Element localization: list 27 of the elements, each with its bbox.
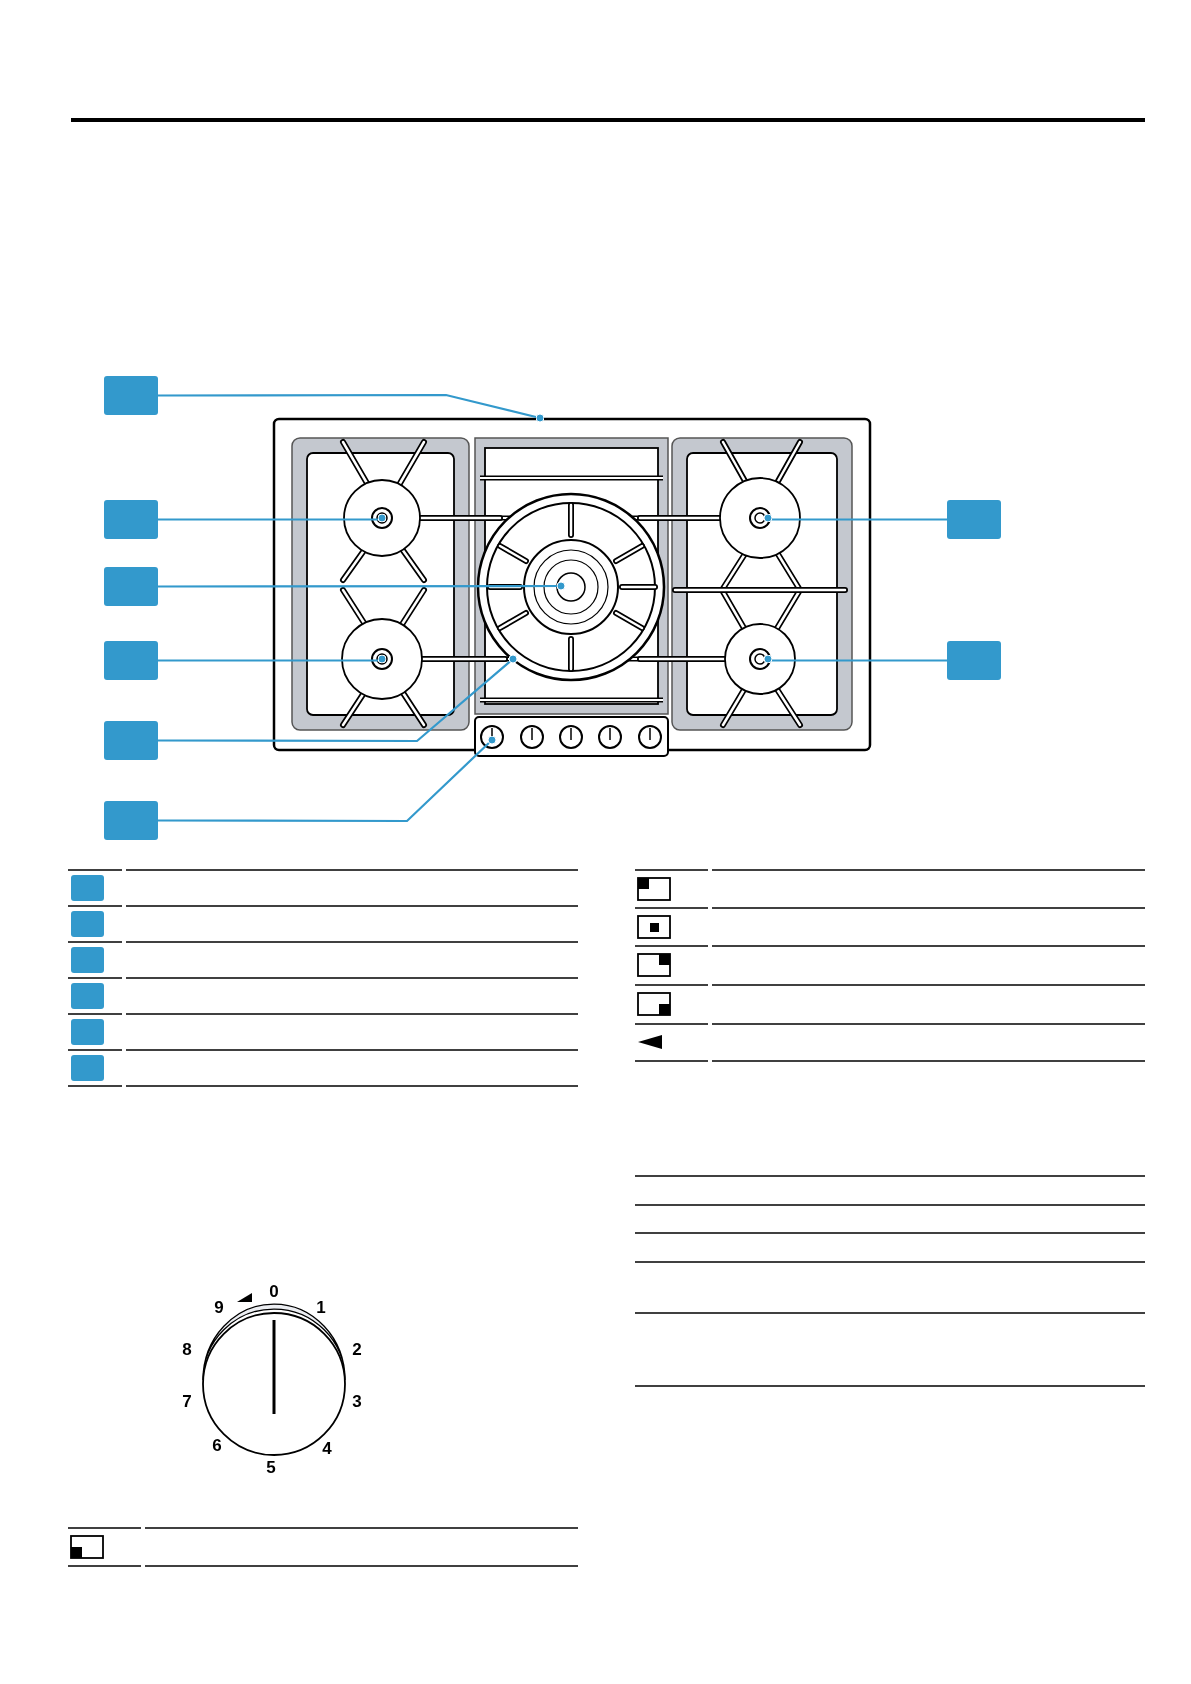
leader-line — [158, 513, 387, 523]
dial-number: 1 — [315, 1298, 327, 1318]
dial-number: 9 — [213, 1298, 225, 1318]
dial-number: 8 — [181, 1340, 193, 1360]
dial-number: 3 — [351, 1392, 363, 1412]
dial-number: 0 — [268, 1282, 280, 1302]
callout-box — [104, 376, 158, 415]
hob-drawing — [272, 417, 872, 757]
leader-line — [158, 393, 545, 423]
callout-box — [104, 641, 158, 680]
callout-box — [104, 801, 158, 840]
callout-box — [947, 500, 1001, 539]
dial-number: 4 — [321, 1439, 333, 1459]
leader-line — [158, 654, 387, 664]
leader-line — [158, 735, 497, 823]
callout-box — [104, 500, 158, 539]
dial-number: 2 — [351, 1340, 363, 1360]
dial-number: 7 — [181, 1392, 193, 1412]
dial-number: 5 — [265, 1458, 277, 1478]
callout-box — [104, 721, 158, 760]
callout-box — [947, 641, 1001, 680]
leader-line — [763, 513, 947, 523]
leader-line — [158, 581, 566, 591]
leader-line — [763, 654, 947, 664]
leader-line — [158, 654, 518, 743]
callout-box — [104, 567, 158, 606]
dial-number: 6 — [211, 1436, 223, 1456]
